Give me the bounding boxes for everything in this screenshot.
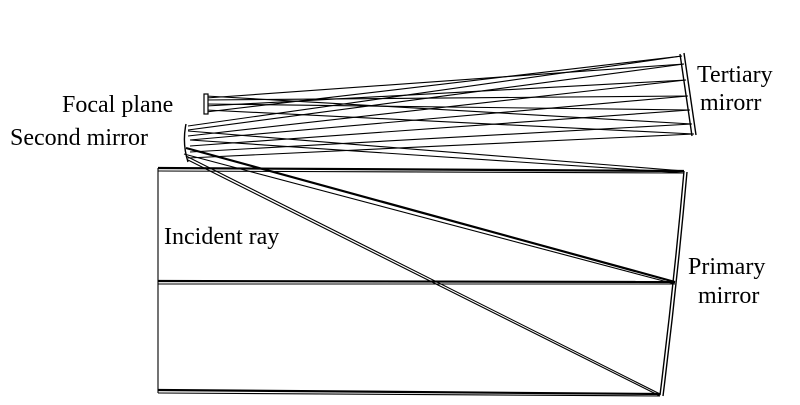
incident-ray-label: Incident ray (164, 224, 279, 250)
primary-mirror-back (662, 171, 688, 397)
diverging-ray-7 (187, 133, 695, 159)
second-mirror-label: Second mirror (10, 125, 148, 151)
focal-plane-label: Focal plane (62, 92, 173, 118)
converging-ray-bottom-2 (187, 159, 661, 397)
converging-ray-middle (185, 146, 676, 284)
diverging-ray-6 (189, 123, 693, 153)
tertiary-mirror-surface (679, 53, 693, 137)
incident-ray-top-2 (157, 170, 685, 174)
focusing-ray-5 (205, 103, 691, 111)
focusing-ray-2 (205, 63, 685, 99)
converging-ray-bottom (185, 155, 661, 395)
tertiary-to-focal-rays (205, 55, 695, 135)
diverging-ray-3 (187, 79, 687, 137)
primary-to-secondary-rays (183, 130, 685, 397)
diverging-ray-2 (187, 63, 685, 131)
converging-ray-top-2 (189, 139, 685, 174)
focusing-ray-7 (205, 109, 695, 135)
focusing-ray-4 (205, 95, 689, 101)
converging-ray-top (187, 130, 685, 172)
tertiary-mirror-label-line1: Tertiary (697, 62, 773, 88)
tertiary-mirror-label-line2: mirorr (700, 90, 761, 116)
incident-ray-middle (157, 279, 676, 284)
focal-plane-detector (203, 93, 209, 115)
diverging-ray-4 (189, 95, 689, 141)
focusing-ray-1 (205, 55, 683, 113)
diverging-ray-5 (189, 109, 691, 147)
primary-mirror-label-line2: mirror (698, 283, 759, 309)
incident-ray-bundle (157, 166, 685, 397)
second-mirror-surface (183, 123, 189, 163)
incident-ray-bottom (157, 388, 661, 396)
primary-mirror-label-line1: Primary (688, 254, 765, 280)
secondary-to-tertiary-rays (187, 55, 695, 159)
converging-ray-middle-2 (183, 153, 676, 285)
focusing-ray-3 (205, 79, 687, 107)
tertiary-mirror-back (683, 52, 697, 136)
focusing-ray-6 (205, 95, 693, 125)
incident-ray-bottom-2 (157, 392, 661, 397)
incident-ray-top (157, 166, 685, 173)
diverging-ray-1 (187, 55, 683, 127)
